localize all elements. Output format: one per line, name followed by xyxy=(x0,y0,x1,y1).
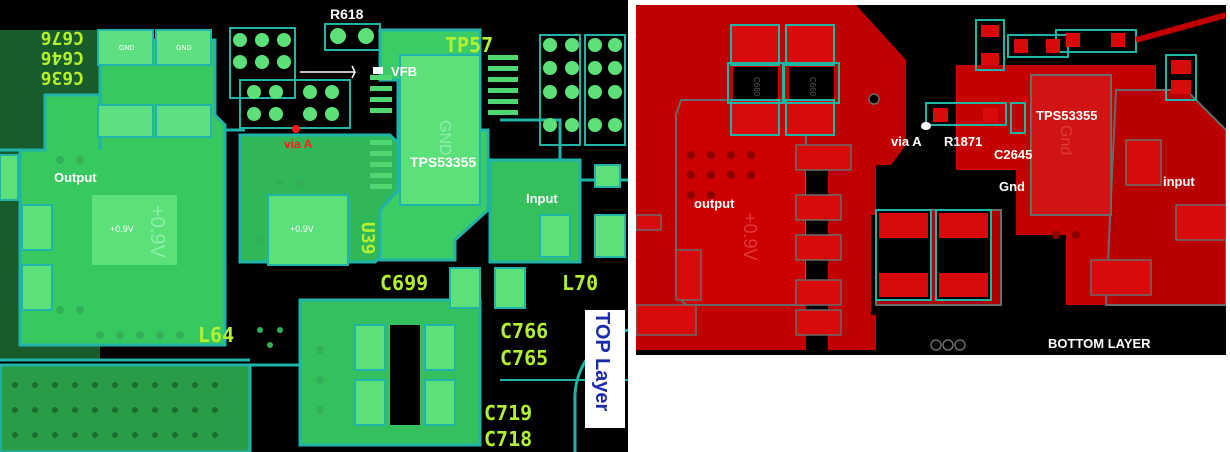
refdes-tp57: TP57 xyxy=(445,33,493,57)
svg-text:C660: C660 xyxy=(808,77,817,97)
pad-gnd-2 xyxy=(155,29,212,66)
r1871-footprint xyxy=(925,102,1007,126)
input-caps xyxy=(449,164,626,309)
top-right-pads xyxy=(981,25,1191,94)
top-right-trace xyxy=(1135,12,1226,43)
top-layer-view: GND GND xyxy=(0,0,628,452)
header-pin-pads xyxy=(543,38,622,132)
net-label-09v-center: +0.9V xyxy=(290,224,314,234)
via-a-marker xyxy=(921,122,931,130)
bottom-layer-pcb: C680 C660 xyxy=(636,5,1226,351)
ic-gnd-label: GND xyxy=(436,120,453,156)
svg-text:GND: GND xyxy=(119,45,135,52)
c2645-footprint xyxy=(1010,102,1026,134)
header-pins-right xyxy=(539,34,626,146)
r618-footprint xyxy=(324,23,381,51)
net-label-09v: +0.9V xyxy=(740,213,760,261)
via-a-marker xyxy=(292,125,300,133)
via-dots xyxy=(687,151,1080,239)
refdes-l64: L64 xyxy=(198,323,234,347)
output-inductor-pad xyxy=(92,195,177,265)
svg-text:GND: GND xyxy=(176,45,192,52)
r1871-pad-1 xyxy=(933,108,948,122)
bottom-layer-title: BOTTOM LAYER xyxy=(1048,336,1151,351)
refdes-c676: C676 xyxy=(41,27,84,48)
refdes-c765: C765 xyxy=(500,346,548,370)
center-inductor-pads xyxy=(879,213,988,297)
net-label-09v-large: +0.9V xyxy=(146,205,168,258)
top-component-outlines xyxy=(727,62,840,104)
pad-09v-2 xyxy=(155,104,212,138)
refdes-c636: C636 xyxy=(41,67,84,88)
ic-pins-left xyxy=(370,75,392,189)
tps53355-body xyxy=(399,54,481,206)
refdes-c718: C718 xyxy=(484,427,532,451)
pad-gnd-1 xyxy=(97,29,154,66)
top-component-bodies xyxy=(733,67,834,99)
label-input: Input xyxy=(526,191,558,206)
top-pads xyxy=(730,24,835,136)
label-via-a: via A xyxy=(284,137,313,151)
top-layer-pcb: GND GND xyxy=(0,6,628,452)
refdes-c699: C699 xyxy=(380,271,428,295)
label-tps53355: TPS53355 xyxy=(410,154,476,170)
refdes-u39: U39 xyxy=(357,222,378,255)
refdes-c766: C766 xyxy=(500,319,548,343)
label-gnd: Gnd xyxy=(999,179,1025,194)
bga-area xyxy=(0,363,252,452)
label-output: output xyxy=(694,196,735,211)
net-label-09v-output: +0.9V xyxy=(110,224,134,234)
bga-dots xyxy=(12,382,218,438)
label-vfb: VFB xyxy=(391,64,417,79)
channel-caps xyxy=(795,144,852,336)
pad-09v-1 xyxy=(97,104,154,138)
label-input: input xyxy=(1163,174,1195,189)
center-inductor-pad xyxy=(267,194,349,266)
ic-gnd-label: Gnd xyxy=(1057,125,1074,155)
via-dots xyxy=(56,156,324,414)
header-top-pads xyxy=(233,28,374,121)
refdes-l70: L70 xyxy=(562,271,598,295)
label-via-a: via A xyxy=(891,134,922,149)
label-r1871: R1871 xyxy=(944,134,982,149)
ic-pins-right xyxy=(488,55,518,115)
lower-caps xyxy=(354,324,456,426)
label-tps53355: TPS53355 xyxy=(1036,108,1097,123)
tps53355-body xyxy=(1030,74,1112,216)
label-r618: R618 xyxy=(330,6,364,22)
via-holes xyxy=(868,93,966,351)
top-layer-title: TOP Layer xyxy=(591,312,613,412)
label-output: Output xyxy=(54,170,97,185)
bottom-layer-view: C680 C660 xyxy=(636,5,1226,355)
refdes-c719: C719 xyxy=(484,401,532,425)
left-caps xyxy=(0,154,53,311)
svg-text:C680: C680 xyxy=(752,77,761,97)
refdes-c646: C646 xyxy=(41,47,84,68)
top-layer-title-box xyxy=(585,310,625,428)
left-caps xyxy=(636,214,702,336)
label-c2645: C2645 xyxy=(994,147,1032,162)
vfb-marker xyxy=(300,65,383,79)
r1871-pad-2 xyxy=(983,108,998,122)
lower-gap xyxy=(390,325,420,425)
right-caps xyxy=(1090,139,1226,296)
